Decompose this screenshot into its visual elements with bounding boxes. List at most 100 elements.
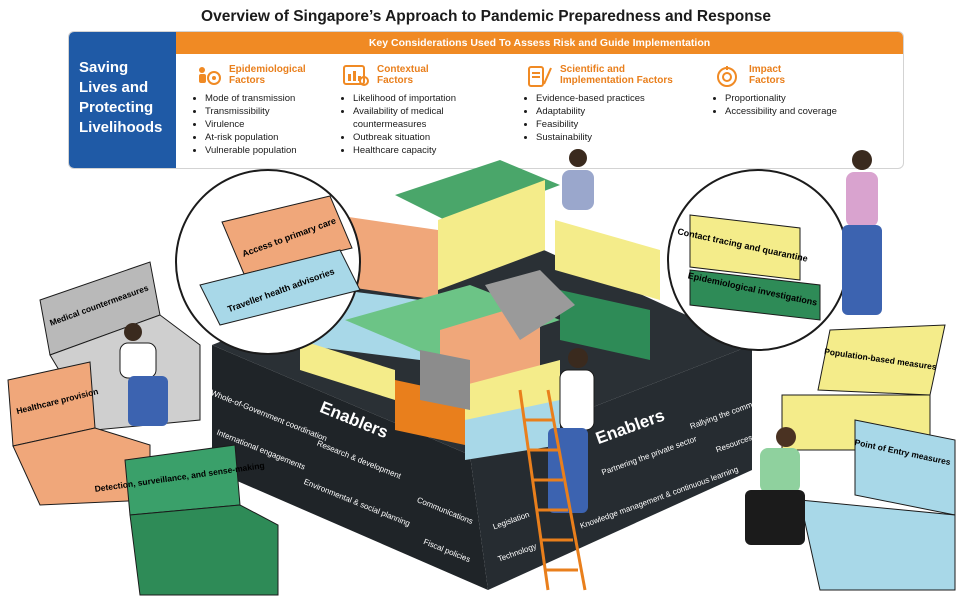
detection-chest-label: Detection, surveillance, and sense-makin… bbox=[94, 460, 265, 494]
factor-subtitle: Factors bbox=[749, 75, 786, 86]
person-left bbox=[119, 323, 168, 426]
contact-tracing-block bbox=[689, 214, 801, 281]
factor-item: Adaptability bbox=[536, 105, 673, 118]
enabler-item: Environmental & social planning bbox=[302, 477, 411, 528]
factor-item: Vulnerable population bbox=[205, 144, 306, 157]
healthcare-chest-label: Healthcare provision bbox=[15, 386, 99, 416]
contact-tracing-label: Contact tracing and quarantine bbox=[677, 226, 809, 263]
epidemiology-icon bbox=[199, 67, 221, 85]
factor-subtitle: Factors bbox=[377, 75, 414, 86]
enablers-base-left bbox=[212, 345, 488, 590]
factor-item: countermeasures bbox=[353, 119, 427, 130]
person-right-carrying bbox=[842, 150, 882, 315]
factor-subtitle: Implementation Factors bbox=[560, 75, 673, 86]
detection-chest-lid bbox=[124, 444, 241, 516]
factor-item: Mode of transmission bbox=[205, 92, 306, 105]
enablers-title-right: Enablers bbox=[593, 406, 667, 448]
block-grey-carried bbox=[485, 270, 575, 340]
factor-item: Healthcare capacity bbox=[353, 144, 456, 157]
considerations-header: Key Considerations Used To Assess Risk a… bbox=[176, 32, 903, 54]
healthcare-chest-body bbox=[12, 427, 151, 506]
enabler-item: Whole-of-Government coordination bbox=[210, 388, 329, 443]
enablers-base-top bbox=[212, 230, 752, 455]
medical-chest-label: Medical countermeasures bbox=[48, 283, 150, 328]
ladder bbox=[518, 389, 587, 591]
block-yellow-left bbox=[300, 340, 395, 400]
factor-item: Outbreak situation bbox=[353, 131, 456, 144]
right-zoom-bubble bbox=[667, 169, 849, 351]
enabler-item: Research & development bbox=[316, 439, 403, 481]
enabler-item: Partnering the private sector bbox=[600, 434, 698, 477]
enabler-item: International engagements bbox=[215, 428, 306, 472]
block-green-right bbox=[560, 290, 650, 360]
traveller-advisories-block bbox=[199, 249, 361, 326]
block-blue-front bbox=[465, 400, 560, 460]
block-grey bbox=[420, 350, 470, 410]
healthcare-chest-lid bbox=[7, 361, 96, 447]
enabler-item: Knowledge management & continuous learni… bbox=[579, 465, 740, 531]
person-bottom-right bbox=[745, 427, 805, 545]
factor-item: Evidence-based practices bbox=[536, 92, 673, 105]
medical-chest-lid bbox=[39, 261, 161, 356]
contextual-icon bbox=[343, 65, 369, 86]
factor-title: Impact bbox=[749, 64, 782, 75]
factor-item: Proportionality bbox=[725, 92, 837, 105]
enabler-item: Fiscal policies bbox=[422, 537, 472, 564]
block-peach-front bbox=[440, 300, 540, 410]
factor-title: Scientific and bbox=[560, 64, 626, 75]
enablers-title-left: Enablers bbox=[317, 398, 391, 443]
factor-title: Epidemiological bbox=[229, 64, 306, 75]
enabler-item: Communications bbox=[416, 495, 475, 526]
factor-item: Virulence bbox=[205, 118, 306, 131]
detection-chest-body bbox=[129, 504, 279, 596]
factor-item: Likelihood of importation bbox=[353, 92, 456, 105]
saving-lives-line-1: Saving bbox=[79, 59, 129, 76]
saving-lives-box: Saving Lives and Protecting Livelihoods bbox=[69, 32, 176, 168]
considerations-panel: Saving Lives and Protecting Livelihoods … bbox=[68, 31, 904, 169]
block-yellow-right bbox=[555, 220, 660, 300]
population-chest-lid bbox=[817, 324, 946, 396]
enabler-item: Technology bbox=[497, 541, 538, 563]
entry-chest-label: Point of Entry measures bbox=[854, 437, 952, 467]
primary-care-label: Access to primary care bbox=[241, 216, 338, 259]
block-peach-left bbox=[335, 215, 438, 300]
saving-lives-line-3: Protecting bbox=[79, 99, 154, 116]
entry-chest-lid bbox=[854, 419, 956, 516]
block-yellow bbox=[438, 180, 545, 290]
entry-chest-body bbox=[799, 499, 956, 591]
traveller-advisories-label: Traveller health advisories bbox=[226, 266, 336, 314]
factor-item: Sustainability bbox=[536, 131, 673, 144]
saving-lives-line-2: Lives and bbox=[79, 79, 149, 96]
enablers-base-right bbox=[470, 345, 752, 590]
block-green-top bbox=[395, 160, 560, 225]
factor-item: Feasibility bbox=[536, 118, 673, 131]
clipboard-icon bbox=[528, 66, 552, 87]
enabler-item: Resources bbox=[715, 433, 754, 455]
saving-lives-line-4: Livelihoods bbox=[79, 119, 163, 136]
person-ladder bbox=[548, 348, 595, 513]
block-green-mid bbox=[345, 285, 560, 360]
block-blue-left bbox=[300, 285, 420, 360]
enabler-item: Legislation bbox=[492, 510, 531, 532]
left-zoom-bubble bbox=[175, 169, 361, 355]
block-yellow-front bbox=[465, 360, 560, 440]
population-chest-body bbox=[781, 394, 931, 451]
factor-subtitle: Factors bbox=[229, 75, 266, 86]
epi-investigations-label: Epidemiological investigations bbox=[687, 270, 818, 307]
factor-item: Accessibility and coverage bbox=[725, 105, 837, 118]
population-chest-label: Population-based measures bbox=[824, 346, 938, 372]
epi-investigations-block bbox=[689, 269, 821, 321]
block-orange-front bbox=[395, 380, 465, 445]
factor-item: Transmissibility bbox=[205, 105, 306, 118]
enabler-item: Rallying the community bbox=[689, 394, 770, 431]
impact-icon bbox=[717, 66, 737, 87]
factor-item: Availability of medical bbox=[353, 105, 456, 118]
factor-title: Contextual bbox=[377, 64, 429, 75]
page-title: Overview of Singapore’s Approach to Pand… bbox=[201, 8, 771, 25]
medical-chest-body bbox=[49, 314, 201, 431]
primary-care-block bbox=[221, 195, 353, 275]
